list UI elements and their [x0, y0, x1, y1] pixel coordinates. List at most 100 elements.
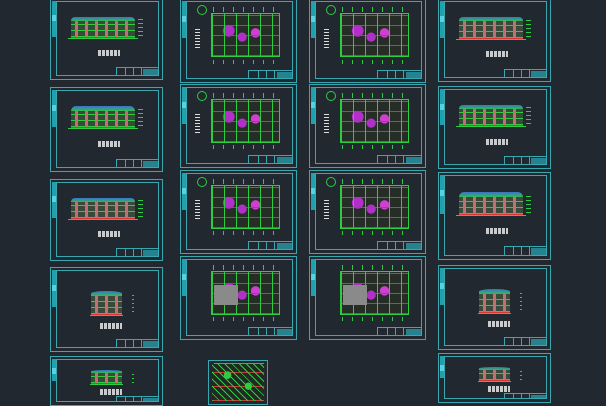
drawing-sheet-floor-plan[interactable]	[180, 84, 297, 168]
title-block-logo	[143, 160, 158, 167]
binding-strip	[52, 182, 56, 218]
facade	[478, 294, 511, 312]
plan-grid	[210, 98, 280, 143]
ground-line	[68, 218, 138, 222]
drawing-sheet-floor-plan[interactable]	[180, 0, 297, 83]
title-block-logo	[405, 156, 421, 163]
ground-line	[68, 37, 138, 41]
drawing-sheet-elevation[interactable]	[50, 179, 163, 261]
ground-line	[456, 214, 526, 218]
title-block-logo	[531, 338, 546, 345]
drawing-sheet-side-elevation[interactable]	[438, 265, 551, 350]
roof	[90, 370, 123, 374]
binding-strip	[440, 89, 444, 126]
dimension-marks	[519, 291, 523, 311]
facade	[90, 296, 123, 314]
axis-grid-bottom	[341, 59, 408, 65]
side-elevation-drawing	[89, 291, 135, 318]
north-marker-icon	[196, 176, 207, 187]
title-block-lines	[513, 394, 515, 399]
drawing-sheet-floor-plan[interactable]	[180, 170, 297, 254]
title-block	[115, 67, 159, 76]
ground-line	[477, 312, 512, 316]
binding-strip	[52, 270, 56, 308]
front-elevation-drawing	[456, 104, 532, 129]
drawing-sheet-roof-plan[interactable]	[180, 256, 297, 340]
floor-plan-drawing	[195, 4, 284, 65]
axis-grid-top	[341, 93, 408, 98]
drawing-sheet-elevation[interactable]	[438, 86, 551, 169]
front-elevation-drawing	[68, 197, 144, 222]
title-block-logo	[276, 71, 292, 78]
drawing-sheet-roof-plan[interactable]	[309, 256, 426, 340]
floor-plan-drawing	[324, 90, 413, 150]
title-block	[503, 155, 547, 165]
sheet-inner-border	[56, 270, 159, 348]
north-marker-icon	[196, 4, 207, 15]
sheet-inner-border	[315, 173, 422, 250]
drawing-sheet-side-elevation[interactable]	[50, 356, 163, 406]
floor-plan-drawing	[324, 176, 413, 236]
drawing-sheet-floor-plan[interactable]	[309, 170, 426, 254]
sheet-inner-border	[444, 1, 547, 78]
drawing-sheet-floor-plan[interactable]	[309, 84, 426, 168]
drawing-sheet-floor-plan[interactable]	[309, 0, 426, 83]
drawing-sheet-detail[interactable]	[208, 360, 268, 405]
drawing-caption	[485, 138, 508, 145]
drawing-sheet-side-elevation[interactable]	[438, 353, 551, 403]
drawing-sheet-elevation[interactable]	[50, 0, 163, 80]
drawing-sheet-elevation[interactable]	[438, 172, 551, 260]
roof	[70, 16, 136, 21]
title-block	[115, 158, 159, 168]
plinth	[478, 311, 511, 314]
facade	[70, 110, 136, 128]
ground-line	[89, 383, 124, 386]
title-block	[503, 246, 547, 256]
drawing-sheet-side-elevation[interactable]	[50, 267, 163, 352]
drawing-caption	[97, 50, 120, 57]
plinth	[90, 313, 123, 316]
title-block	[248, 154, 293, 164]
title-block	[503, 336, 547, 346]
dimension-marks	[525, 194, 532, 213]
north-marker-icon	[325, 90, 336, 101]
binding-strip	[311, 173, 315, 210]
sheet-inner-border	[444, 268, 547, 346]
drawing-sheet-elevation[interactable]	[438, 0, 551, 82]
front-elevation-drawing	[456, 17, 532, 42]
title-block	[503, 68, 547, 78]
drawing-sheet-elevation[interactable]	[50, 87, 163, 172]
title-block	[377, 69, 422, 79]
axis-grid-top	[212, 7, 279, 12]
title-block-lines	[125, 159, 127, 168]
title-block-logo	[276, 328, 292, 335]
dimension-marks	[525, 19, 532, 37]
sheet-inner-border	[444, 356, 547, 399]
facade	[478, 370, 511, 381]
hatched-area	[214, 285, 238, 306]
axis-grid-top	[341, 265, 408, 270]
sheet-inner-border	[315, 87, 422, 164]
plan-notes	[324, 27, 330, 48]
north-marker-icon	[196, 90, 207, 101]
binding-strip	[440, 268, 444, 306]
title-block-logo	[405, 328, 421, 335]
binding-strip	[52, 1, 56, 37]
binding-strip	[311, 87, 315, 124]
facade	[458, 196, 524, 214]
title-block-logo	[531, 157, 546, 164]
dimension-marks	[525, 107, 532, 125]
title-block	[115, 248, 159, 257]
title-block-lines	[513, 247, 515, 256]
roof	[70, 106, 136, 111]
dimension-marks	[137, 108, 144, 127]
title-block-logo	[405, 242, 421, 249]
drawing-caption	[487, 385, 510, 392]
title-block	[115, 338, 159, 348]
title-block	[377, 240, 422, 250]
side-elevation-drawing	[89, 370, 135, 386]
roof	[478, 367, 511, 371]
side-elevation-drawing	[477, 289, 523, 316]
axis-grid-bottom	[212, 230, 279, 236]
